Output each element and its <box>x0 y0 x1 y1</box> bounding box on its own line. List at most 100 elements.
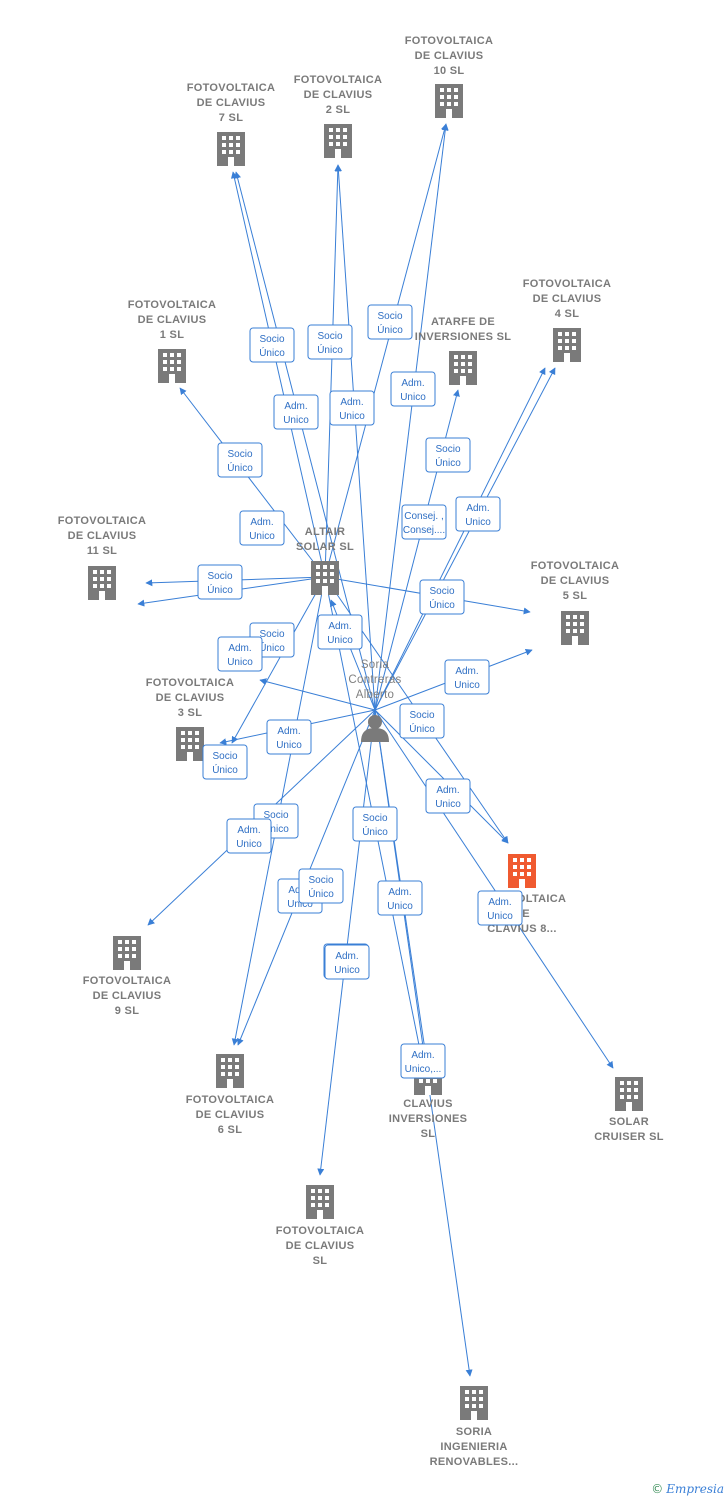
edge-line <box>334 164 376 711</box>
edge-line <box>374 709 509 844</box>
edge-label[interactable]: Adm.Unico <box>377 880 423 916</box>
edge-label[interactable]: Adm.Unico <box>329 390 375 426</box>
edge-label[interactable]: Consej. ,Consej.... <box>401 504 447 540</box>
edge-label[interactable]: Adm.Unico <box>317 614 363 650</box>
edge-label-box <box>324 944 370 980</box>
edge-label[interactable]: Adm.Unico <box>390 371 436 407</box>
edge-labels-layer: SocioÚnicoSocioÚnicoSocioÚnicoAdm.UnicoA… <box>197 304 523 1079</box>
edge-line <box>230 171 326 578</box>
edge-label[interactable]: Adm.Unico <box>273 394 319 430</box>
edge-label[interactable]: Adm.Unico <box>266 719 312 755</box>
node-label: FOTOVOLTAICA <box>523 278 612 290</box>
node-label: FOTOVOLTAICA <box>187 82 276 94</box>
edge-label-text: Único <box>429 598 455 611</box>
edge-line <box>324 123 448 578</box>
edge-label-box <box>298 868 344 904</box>
edge-label-text: Socio <box>317 331 342 342</box>
edge-label-text: Adm. <box>237 825 260 836</box>
node-label: ALTAIR <box>305 526 346 538</box>
node-label: SL <box>313 1255 328 1267</box>
edge-label-text: Unico <box>287 899 313 910</box>
edge-label[interactable]: Adm.Unico <box>324 944 370 980</box>
edge-label-text: Único <box>212 763 238 776</box>
node-label: DE CLAVIUS <box>415 50 484 62</box>
edge-label-text: Adm. <box>455 666 478 677</box>
building-icon <box>158 349 186 383</box>
edge-label-text: Socio <box>308 875 333 886</box>
edge-label[interactable]: Adm.Unico <box>477 890 523 926</box>
edge-label-text: Unico <box>283 415 309 426</box>
edge-label[interactable]: Adm.Unico <box>226 818 272 854</box>
edge-label-text: Unico <box>465 517 491 528</box>
building-icon <box>460 1386 488 1420</box>
edge-label-text: Único <box>377 323 403 336</box>
edge-label[interactable]: Adm. Unico <box>444 659 490 695</box>
edge-label-text: Socio <box>259 629 284 640</box>
node-label: INVERSIONES <box>389 1113 468 1125</box>
edge-label[interactable]: Adm. Unico <box>217 636 263 672</box>
node-sir[interactable]: SORIAINGENIERIARENOVABLES... <box>430 1386 519 1468</box>
footer-brand[interactable]: ©Empresia <box>651 1482 724 1496</box>
edge-label-box <box>307 324 353 360</box>
node-label: 3 SL <box>178 707 202 719</box>
edge-label-text: Unico <box>227 657 253 668</box>
edge-label-text: Adm. <box>228 643 251 654</box>
edge-line <box>324 164 342 578</box>
node-label: INGENIERIA <box>440 1441 507 1453</box>
edge-label-box <box>399 703 445 739</box>
edge-label[interactable]: Adm.Unico <box>425 778 471 814</box>
building-icon <box>216 1054 244 1088</box>
edge-label-box <box>477 890 523 926</box>
edge-label[interactable]: Adm.Unico <box>239 510 285 546</box>
edge-label-text: Adm. <box>340 397 363 408</box>
edge-line <box>259 678 376 711</box>
building-icon <box>306 1185 334 1219</box>
edge-label[interactable]: Adm.Unico <box>455 496 501 532</box>
edge-label-box <box>217 442 263 478</box>
edge-label-text: Socio <box>362 813 387 824</box>
edge-label-text: Unico,... <box>405 1064 442 1075</box>
edge-label[interactable]: Adm.Unico,... <box>400 1043 446 1079</box>
edge-label-text: Unico <box>454 680 480 691</box>
edge-label-box <box>425 778 471 814</box>
edge-label-text: Adm. <box>277 726 300 737</box>
building-icon <box>615 1077 643 1111</box>
node-label: 5 SL <box>563 590 587 602</box>
node-label: RENOVABLES... <box>430 1456 519 1468</box>
node-label: Contreras <box>348 674 401 686</box>
node-label: CLAVIUS <box>403 1098 453 1110</box>
copyright-icon: © <box>651 1482 664 1496</box>
node-label: 1 SL <box>160 329 184 341</box>
node-label: DE CLAVIUS <box>304 89 373 101</box>
edge-label-box <box>352 806 398 842</box>
node-label: DE CLAVIUS <box>197 97 266 109</box>
edge-label-text: Socio <box>212 751 237 762</box>
